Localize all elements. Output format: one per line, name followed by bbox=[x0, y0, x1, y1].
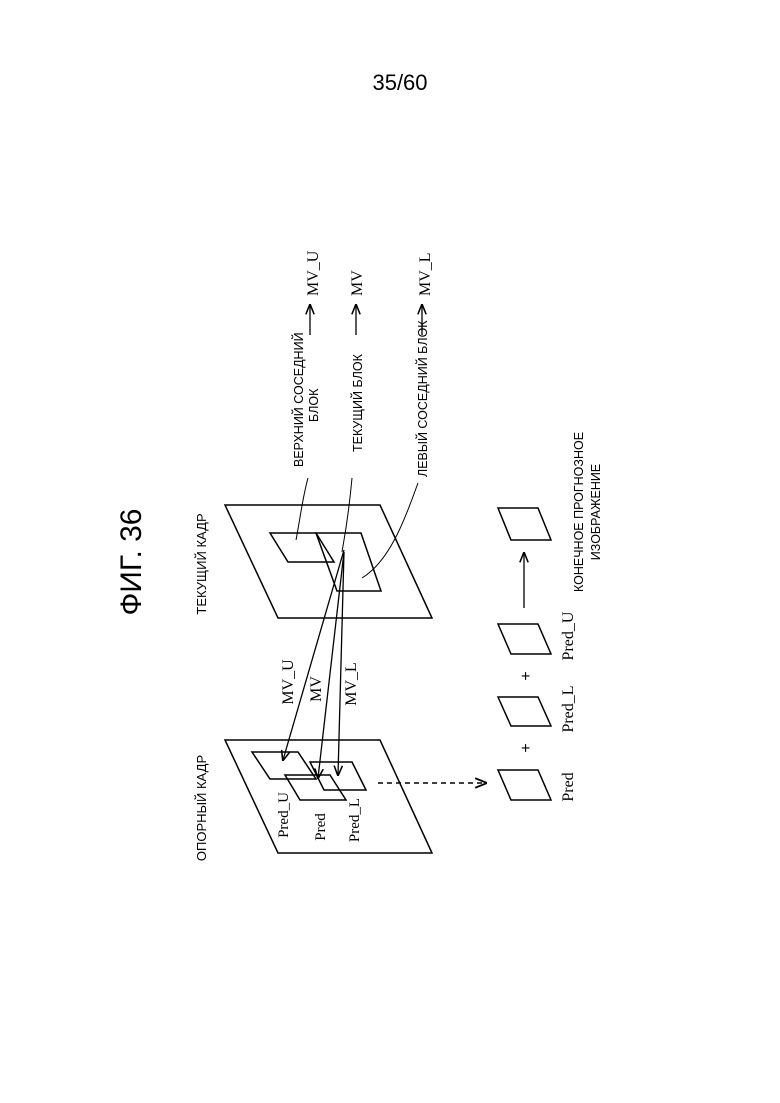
upper-block-label-line2: БЛОК bbox=[307, 388, 321, 422]
combo-pred-u-box bbox=[498, 624, 551, 654]
current-block-label: ТЕКУЩИЙ БЛОК bbox=[350, 353, 365, 452]
mv-label-right: MV bbox=[349, 270, 366, 296]
combo-pred-l-label: Pred_L bbox=[560, 685, 577, 732]
mv-l-label-right: MV_L bbox=[417, 252, 434, 296]
left-block-leader bbox=[362, 483, 418, 578]
upper-block-label-line1: ВЕРХНИЙ СОСЕДНИЙ bbox=[291, 332, 306, 467]
upper-block-leader bbox=[296, 478, 308, 540]
result-label-line2: ИЗОБРАЖЕНИЕ bbox=[589, 464, 603, 560]
combo-plus-2: + bbox=[518, 671, 535, 680]
result-label-line1: КОНЕЧНОЕ ПРОГНОЗНОЕ bbox=[572, 432, 586, 592]
mv-u-vector bbox=[283, 550, 344, 760]
mv-u-label: MV_U bbox=[280, 659, 297, 705]
left-block-label: ЛЕВЫЙ СОСЕДНИЙ БЛОК bbox=[415, 320, 430, 477]
figure-title: ФИГ. 36 bbox=[115, 509, 148, 616]
final-prediction-box bbox=[498, 508, 551, 540]
combo-pred-u-label: Pred_U bbox=[560, 611, 577, 660]
current-block-leader bbox=[342, 478, 352, 552]
current-frame-label: ТЕКУЩИЙ КАДР bbox=[194, 513, 209, 614]
mv-label: MV bbox=[308, 676, 325, 702]
mv-l-label: MV_L bbox=[343, 662, 360, 706]
pred-u-label: Pred_U bbox=[276, 792, 292, 838]
mv-u-label-right: MV_U bbox=[305, 250, 322, 296]
combo-pred-l-box bbox=[498, 697, 551, 726]
pred-label: Pred bbox=[313, 813, 329, 841]
combo-plus-1: + bbox=[518, 743, 535, 752]
pred-l-label: Pred_L bbox=[347, 798, 363, 842]
reference-frame-label: ОПОРНЫЙ КАДР bbox=[194, 755, 209, 861]
combo-pred-box bbox=[498, 770, 551, 800]
mv-vector bbox=[318, 552, 344, 778]
current-block bbox=[316, 533, 381, 591]
combo-pred-label: Pred bbox=[560, 772, 577, 801]
